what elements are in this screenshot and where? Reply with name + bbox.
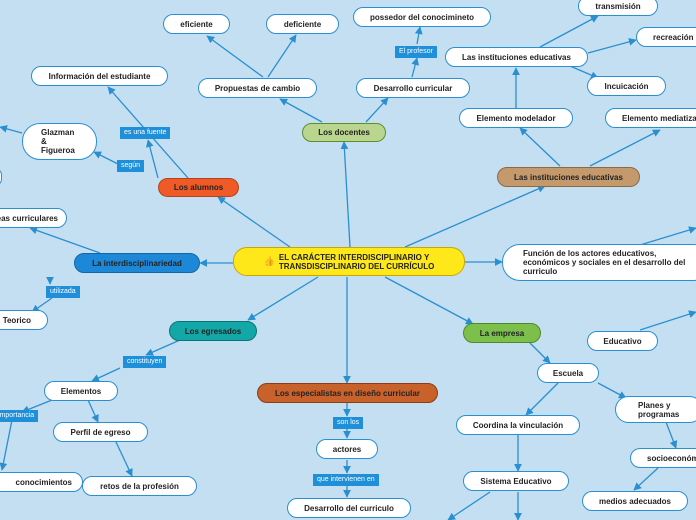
node-inculcacion[interactable]: Incuicación — [587, 76, 666, 96]
node-escuela[interactable]: Escuela — [537, 363, 599, 383]
node-eficiente[interactable]: eficiente — [163, 14, 230, 34]
label-el-profesor: El profesor — [395, 46, 437, 58]
node-instituciones-label: Las instituciones educativas — [462, 52, 571, 62]
node-actores-label: actores — [332, 444, 362, 454]
node-los-alumnos-label: Los alumnos — [173, 183, 224, 192]
label-importancia: importancia — [0, 410, 39, 422]
node-instituciones-educativas-main[interactable]: Las instituciones educativas — [497, 167, 640, 187]
node-educativo-label: Educativo — [603, 336, 642, 346]
node-sistema-educativo[interactable]: Sistema Educativo — [463, 471, 569, 491]
central-topic-node[interactable]: 👍 EL CARÁCTER INTERDISCIPLINARIO Y TRANS… — [233, 247, 465, 276]
node-escuela-label: Escuela — [552, 368, 584, 378]
node-teorico[interactable]: Teorico — [0, 310, 48, 330]
node-deficiente-label: deficiente — [283, 19, 322, 29]
funcion-line3: curriculo — [523, 267, 558, 276]
label-utilizada: utilizada — [46, 286, 80, 298]
node-poseedor-label: possedor del conocimineto — [369, 12, 474, 22]
node-elemento-modelador[interactable]: Elemento modelador — [459, 108, 573, 128]
node-curriculares-label: Áreas curriculares — [0, 213, 58, 223]
node-egresados-label: Los egresados — [184, 326, 242, 336]
node-elemento-modelador-label: Elemento modelador — [476, 113, 556, 123]
node-medios-label: medios adecuados — [598, 496, 672, 506]
glazman-line1: Glazman — [41, 128, 75, 137]
node-desarrollo-curriculo-label: Desarrollo del curriculo — [304, 503, 394, 513]
label-es-una-fuente: es una fuente — [120, 127, 171, 139]
node-recreacion[interactable]: recreación — [636, 27, 696, 47]
node-planes-programas[interactable]: Planes y programas — [615, 396, 696, 423]
label-que-intervienen: que intervienen en — [313, 474, 379, 486]
central-topic-line1: EL CARÁCTER INTERDISCIPLINARIO Y — [278, 252, 430, 262]
node-elemento-mediatizador[interactable]: Elemento mediatizador — [605, 108, 696, 128]
node-conocimientos[interactable]: conocimientos — [0, 472, 83, 492]
node-perfil-egreso[interactable]: Perfil de egreso — [53, 422, 148, 442]
node-los-egresados[interactable]: Los egresados — [169, 321, 257, 341]
node-recreacion-label: recreación — [653, 32, 694, 42]
node-empresa-label: La empresa — [479, 328, 525, 338]
central-topic-text: EL CARÁCTER INTERDISCIPLINARIO Y TRANSDI… — [279, 253, 434, 271]
node-coordina-vinculacion[interactable]: Coordina la vinculación — [456, 415, 580, 435]
glazman-line3: Figueroa — [41, 146, 75, 155]
funcion-line1: Función de los actores educativos, — [523, 249, 657, 258]
node-socioeconomico[interactable]: socioeconómico — [630, 448, 696, 468]
node-los-docentes[interactable]: Los docentes — [302, 123, 386, 142]
node-interdisciplinariedad[interactable]: La interdisciplinariedad — [74, 253, 200, 273]
node-elementos-label: Elementos — [60, 386, 102, 396]
node-deficiente[interactable]: deficiente — [266, 14, 339, 34]
node-perfil-label: Perfil de egreso — [70, 427, 131, 437]
node-los-alumnos[interactable]: Los alumnos — [158, 178, 239, 197]
node-especialistas[interactable]: Los especialistas en diseño curricular — [257, 383, 438, 403]
node-elemento-mediatizador-label: Elemento mediatizador — [622, 113, 696, 123]
funcion-line2: económicos y sociales en el desarrollo d… — [523, 258, 686, 267]
node-desarrollo-curricular[interactable]: Desarrollo curricular — [356, 78, 470, 98]
node-interdisciplinariedad-label: La interdisciplinariedad — [92, 258, 182, 268]
central-topic-line2: TRANSDISCIPLINARIO DEL CURRÍCULO — [278, 261, 435, 271]
node-poseedor-conocimiento[interactable]: possedor del conocimineto — [353, 7, 491, 27]
glazman-line2: & — [41, 137, 47, 146]
node-glazman-figueroa[interactable]: Glazman & Figueroa — [22, 123, 97, 160]
node-medios-adecuados[interactable]: medios adecuados — [582, 491, 688, 511]
node-los-docentes-label: Los docentes — [318, 128, 370, 137]
node-funcion-text: Función de los actores educativos, econó… — [523, 249, 685, 276]
node-elementos[interactable]: Elementos — [44, 381, 118, 401]
node-desarrollo-curriculo[interactable]: Desarrollo del curriculo — [287, 498, 411, 518]
node-propuestas-cambio[interactable]: Propuestas de cambio — [198, 78, 317, 98]
node-transmision-label: transmisión — [595, 1, 641, 11]
node-planes-text: Planes y programas — [638, 401, 679, 419]
node-la-empresa[interactable]: La empresa — [463, 323, 541, 343]
node-instituciones-main-label: Las instituciones educativas — [514, 172, 623, 182]
node-propuestas-label: Propuestas de cambio — [214, 83, 301, 93]
node-socioeconomico-label: socioeconómico — [647, 453, 696, 463]
node-areas-curriculares[interactable]: Áreas curriculares — [0, 208, 67, 228]
label-son-los: son los — [333, 417, 364, 429]
node-transmision[interactable]: transmisión — [578, 0, 658, 16]
node-instituciones-educativas[interactable]: Las instituciones educativas — [445, 47, 588, 67]
node-retos-label: retos de la profesión — [100, 481, 179, 491]
node-sistema-label: Sistema Educativo — [480, 476, 552, 486]
node-funcion-actores[interactable]: Función de los actores educativos, econó… — [502, 244, 696, 281]
planes-line1: Planes y — [638, 400, 671, 410]
node-glazman-text: Glazman & Figueroa — [41, 128, 75, 155]
node-inculcacion-label: Incuicación — [604, 81, 649, 91]
node-desarrollo-curricular-label: Desarrollo curricular — [373, 83, 453, 93]
node-teorico-label: Teorico — [2, 315, 31, 325]
node-coordina-label: Coordina la vinculación — [472, 420, 564, 430]
node-informacion-label: Información del estudiante — [48, 71, 151, 81]
planes-line2: programas — [638, 409, 680, 419]
node-educativo[interactable]: Educativo — [587, 331, 658, 351]
label-constituyen: constituyen — [123, 356, 167, 368]
label-segun: según — [117, 160, 145, 172]
thumbs-up-icon: 👍 — [263, 256, 275, 266]
node-informacion-estudiante[interactable]: Información del estudiante — [31, 66, 168, 86]
node-especialistas-label: Los especialistas en diseño curricular — [275, 388, 420, 398]
node-actores[interactable]: actores — [316, 439, 378, 459]
node-conocimientos-label: conocimientos — [15, 477, 72, 487]
node-eficiente-label: eficiente — [180, 19, 213, 29]
node-retos-profesion[interactable]: retos de la profesión — [82, 476, 197, 496]
